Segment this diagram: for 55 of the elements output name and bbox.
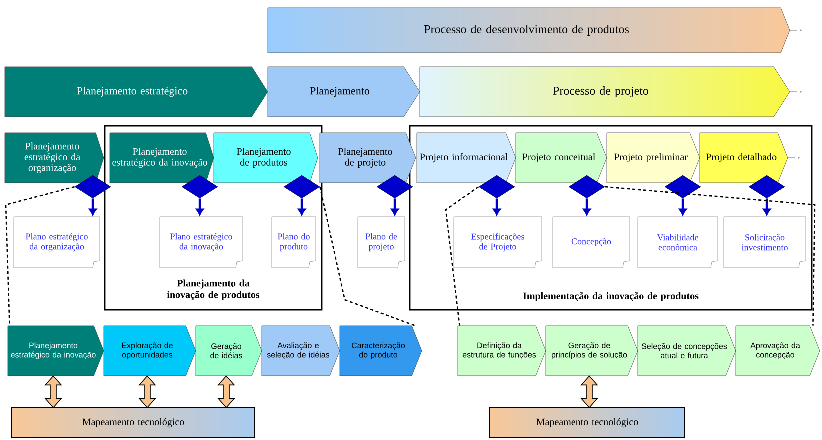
milestone-diamond — [376, 175, 414, 199]
phase-step: Projeto conceitual — [516, 132, 608, 184]
process-step: Processo de desenvolvimento de produtos — [268, 8, 790, 54]
dashed-line — [320, 186, 416, 326]
phase-step: Projeto informacional — [416, 132, 516, 184]
milestone-diamond — [182, 175, 218, 199]
document-box: Plano estratégico da inovação — [160, 216, 244, 268]
double-arrow — [138, 376, 156, 408]
arrow — [391, 198, 399, 216]
activity-step: Avaliação e seleção de idéias — [262, 326, 340, 376]
milestone-diamond — [478, 175, 516, 199]
document-box: Viabilidade econômica — [638, 216, 718, 268]
activity-step: Geração de idéias — [196, 326, 262, 376]
phase-step: Projeto detalhado — [700, 132, 788, 184]
activity-step: Seleção de concepções atual e futura — [638, 326, 736, 376]
technology-band: Mapeamento tecnológico — [12, 408, 256, 438]
arrow — [763, 198, 771, 216]
arrow — [493, 198, 501, 216]
activity-step: Geração de princípios de solução — [546, 326, 638, 376]
milestone-diamond — [664, 175, 702, 199]
document-box: Concepção — [552, 216, 630, 268]
activity-step: Planejamento estratégico da inovação — [8, 326, 104, 376]
arrow — [679, 198, 687, 216]
milestone-diamond — [74, 175, 112, 199]
process-step: Processo de projeto — [420, 66, 790, 118]
activity-step: Aprovação da concepção — [736, 326, 820, 376]
activity-step: Exploração de oportunidades — [104, 326, 196, 376]
phase-step: Planejamento de produtos — [214, 132, 318, 184]
document-box: Plano do produto — [272, 216, 316, 268]
activity-step: Definição da estrutura de funções — [458, 326, 546, 376]
activity-step: Caracterização do produto — [340, 326, 422, 376]
process-step: Planejamento — [268, 66, 420, 118]
document-box: Solicitação investimento — [724, 216, 806, 268]
phase-step: Planejamento estratégico da organização — [4, 132, 104, 184]
dashed-line — [5, 186, 75, 326]
milestone-diamond — [748, 175, 786, 199]
phase-step: Projeto preliminar — [606, 132, 700, 184]
process-step: Planejamento estratégico — [4, 66, 268, 118]
arrow — [298, 198, 306, 216]
phase-step: Planejamento de projeto — [320, 132, 416, 184]
document-box: Plano de projeto — [358, 216, 406, 268]
dashed-line — [445, 186, 480, 326]
arrow — [89, 198, 97, 216]
double-arrow — [44, 376, 62, 408]
dashed-line — [605, 186, 816, 326]
phase-step: Planejamento estratégico da inovação — [110, 132, 214, 184]
double-arrow — [218, 376, 236, 408]
document-box: Plano estratégico da organização — [14, 216, 100, 268]
double-arrow — [580, 376, 598, 408]
milestone-diamond — [568, 175, 606, 199]
arrow — [583, 198, 591, 216]
document-box: Especificações de Projeto — [454, 216, 542, 268]
milestone-diamond — [284, 175, 320, 199]
arrow — [196, 198, 204, 216]
technology-band: Mapeamento tecnológico — [490, 408, 686, 438]
